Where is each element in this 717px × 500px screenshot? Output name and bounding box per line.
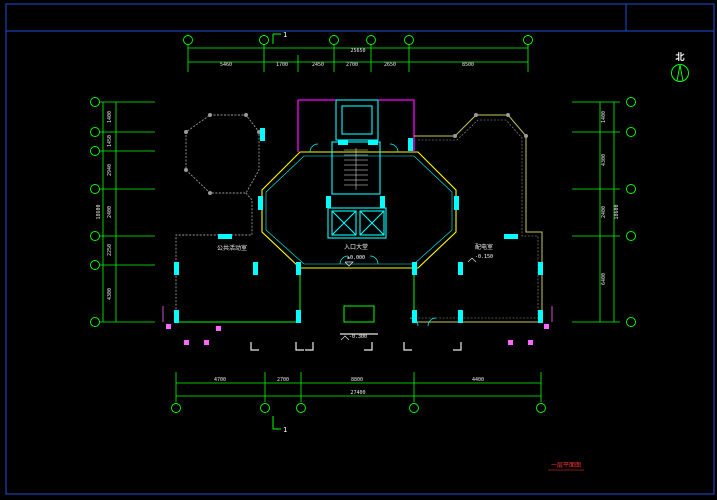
column bbox=[412, 262, 417, 275]
right-axis-bubbles bbox=[626, 97, 636, 327]
top-dim-6: 8500 bbox=[462, 62, 474, 68]
column bbox=[538, 310, 543, 323]
left-dim-5: 2250 bbox=[107, 244, 113, 256]
column bbox=[326, 196, 331, 208]
column bbox=[296, 310, 301, 323]
top-axis-bubbles bbox=[183, 35, 533, 45]
column bbox=[458, 310, 463, 323]
top-segment-dimensions: 5460 1700 2450 2700 2650 8500 bbox=[220, 62, 474, 68]
bottom-dim-3: 8800 bbox=[351, 377, 363, 383]
right-dim-2: 4300 bbox=[601, 154, 607, 166]
room-elevation-electrical: -0.150 bbox=[475, 254, 493, 260]
top-dim-2: 1700 bbox=[276, 62, 288, 68]
room-label-electrical: 配电室 bbox=[475, 243, 493, 251]
right-dim-3: 2400 bbox=[601, 206, 607, 218]
bottom-dim-1: 4700 bbox=[214, 377, 226, 383]
left-dimension-lines bbox=[99, 101, 155, 323]
left-dim-3: 2940 bbox=[107, 164, 113, 176]
right-total-dimension: 18600 bbox=[614, 204, 620, 219]
north-arrow-label: 北 bbox=[675, 51, 684, 63]
column bbox=[260, 128, 265, 141]
core-walls-cyan bbox=[327, 99, 387, 239]
drawing-title: 一层平面图 bbox=[551, 462, 581, 469]
bottom-dimension-lines bbox=[175, 372, 542, 402]
column bbox=[504, 234, 518, 239]
room-elevation-lobby: ±0.000 bbox=[347, 255, 365, 261]
right-room-vertices bbox=[453, 113, 528, 138]
entrance-steps bbox=[250, 333, 462, 351]
section-mark-bottom bbox=[272, 416, 281, 430]
columns bbox=[174, 128, 543, 323]
column bbox=[258, 196, 263, 210]
section-mark-top-label: 1 bbox=[283, 31, 287, 39]
bottom-segment-dimensions: 4700 2700 8800 4400 bbox=[214, 377, 484, 383]
right-dim-4: 6400 bbox=[601, 273, 607, 285]
top-dim-3: 2450 bbox=[312, 62, 324, 68]
bottom-axis-bubbles bbox=[171, 403, 546, 413]
left-segment-dimensions: 1400 1450 2940 2400 2250 4300 18600 bbox=[96, 111, 113, 300]
level-markers bbox=[340, 257, 477, 341]
green-walls bbox=[176, 268, 415, 323]
top-total-dimension: 25650 bbox=[350, 48, 365, 54]
column bbox=[174, 262, 179, 275]
left-dim-4: 2400 bbox=[107, 206, 113, 218]
column bbox=[338, 140, 348, 145]
column bbox=[253, 262, 258, 275]
room-label-activity: 公共活动室 bbox=[217, 244, 247, 252]
north-arrow bbox=[671, 64, 689, 82]
top-magenta-walls bbox=[297, 99, 415, 152]
column bbox=[454, 196, 459, 210]
top-dim-5: 2650 bbox=[384, 62, 396, 68]
left-dim-2: 1450 bbox=[107, 135, 113, 147]
planters bbox=[166, 324, 549, 345]
column bbox=[458, 262, 463, 275]
column bbox=[408, 138, 413, 151]
column bbox=[368, 140, 378, 145]
right-segment-dimensions: 1400 4300 2400 6400 18600 bbox=[601, 111, 620, 285]
column bbox=[412, 310, 417, 323]
section-mark-bottom-label: 1 bbox=[283, 426, 287, 434]
room-label-lobby: 入口大堂 bbox=[344, 243, 368, 251]
left-total-dimension: 18600 bbox=[96, 204, 102, 219]
left-dim-6: 4300 bbox=[107, 288, 113, 300]
right-dimension-lines bbox=[572, 101, 620, 323]
top-dimension-lines bbox=[187, 44, 529, 72]
column bbox=[296, 262, 301, 275]
bottom-total-dimension: 27400 bbox=[350, 390, 365, 396]
left-dim-1: 1400 bbox=[107, 111, 113, 123]
top-dim-4: 2700 bbox=[346, 62, 358, 68]
right-dim-1: 1400 bbox=[601, 111, 607, 123]
door-swings bbox=[309, 143, 437, 327]
entrance-elevation: -0.300 bbox=[349, 334, 367, 340]
column bbox=[538, 262, 543, 275]
column bbox=[380, 196, 385, 208]
bottom-dim-2: 2700 bbox=[277, 377, 289, 383]
lawn-edges bbox=[162, 306, 553, 322]
stair-treads bbox=[344, 148, 368, 190]
bottom-dim-4: 4400 bbox=[472, 377, 484, 383]
section-mark-top bbox=[272, 33, 281, 44]
drawing-frame bbox=[5, 3, 715, 495]
column bbox=[174, 310, 179, 323]
top-dim-1: 5460 bbox=[220, 62, 232, 68]
column bbox=[218, 234, 232, 239]
left-axis-bubbles bbox=[90, 97, 100, 327]
